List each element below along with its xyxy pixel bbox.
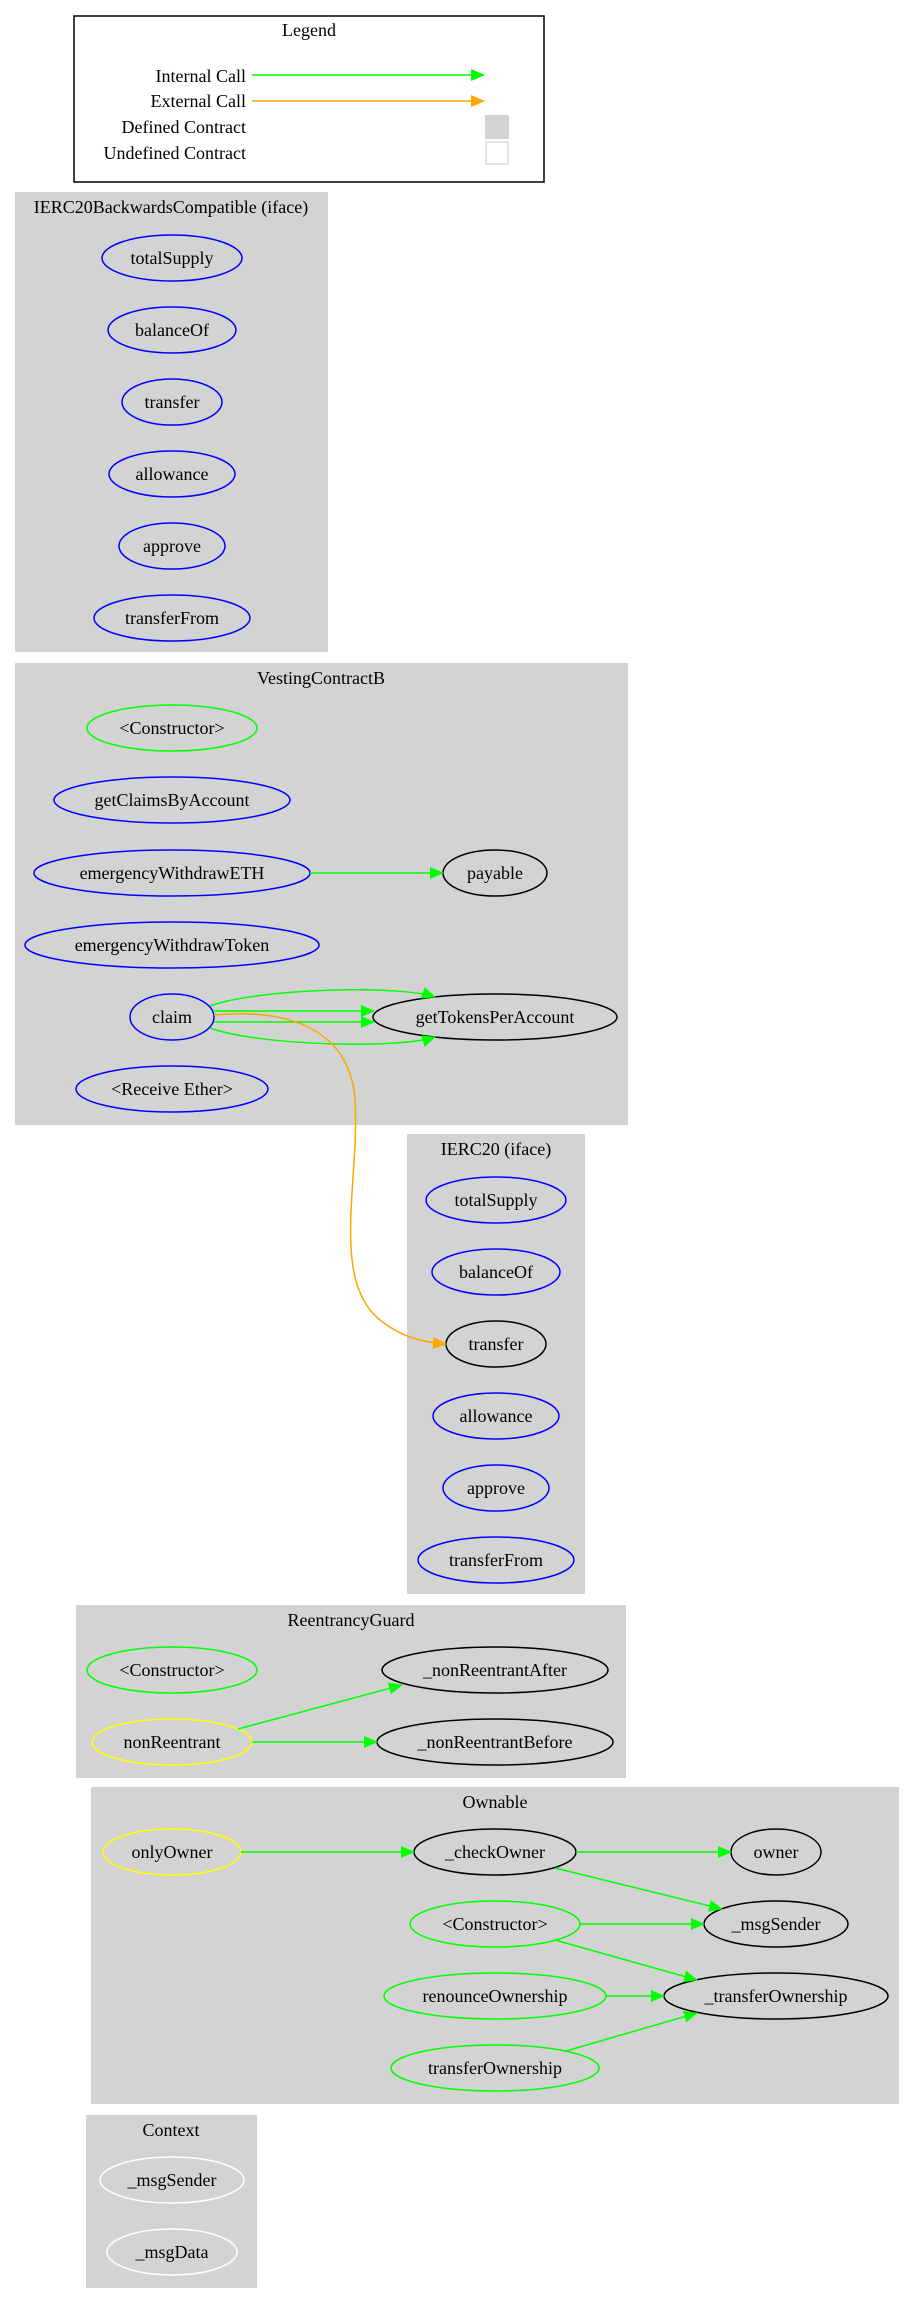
edge-claim-to-ierc20-transfer bbox=[213, 1013, 447, 1349]
function-node-approve bbox=[118, 522, 226, 570]
legend-title: Legend bbox=[282, 20, 336, 40]
function-node-transfer bbox=[121, 378, 223, 426]
cluster-background bbox=[15, 192, 328, 652]
function-node-label: getTokensPerAccount bbox=[416, 1007, 575, 1027]
function-node-transferownership bbox=[390, 2044, 600, 2092]
cluster-title: Ownable bbox=[463, 1792, 528, 1812]
function-node-label: approve bbox=[143, 536, 201, 556]
cluster-vesting-contract-b: VestingContractB <Constructor> getClaims… bbox=[15, 663, 628, 1125]
function-node-label: transferFrom bbox=[449, 1550, 543, 1570]
legend-undefined-contract-label: Undefined Contract bbox=[104, 143, 246, 163]
cluster-ierc20: IERC20 (iface) totalSupply balanceOf tra… bbox=[407, 1134, 585, 1594]
function-node-label: getClaimsByAccount bbox=[95, 790, 250, 810]
function-node-label: emergencyWithdrawETH bbox=[80, 863, 265, 883]
function-node-approve bbox=[442, 1464, 550, 1512]
call-edges bbox=[209, 867, 732, 2052]
legend-external-call-label: External Call bbox=[151, 91, 246, 111]
function-node-label: onlyOwner bbox=[132, 1842, 213, 1862]
function-node-msgdata bbox=[106, 2228, 238, 2276]
edge-checkowner-to-msgsender bbox=[554, 1867, 723, 1912]
cluster-title: IERC20 (iface) bbox=[441, 1139, 551, 1160]
function-node-totalsupply bbox=[425, 1176, 567, 1224]
cluster-title: ReentrancyGuard bbox=[288, 1610, 415, 1630]
cluster-ownable: Ownable onlyOwner _checkOwner owner <Con… bbox=[91, 1787, 899, 2104]
legend-undefined-contract-swatch bbox=[485, 141, 509, 165]
cluster-title: IERC20BackwardsCompatible (iface) bbox=[34, 197, 308, 218]
edge-constructor-to-transferownership bbox=[554, 1939, 698, 1983]
legend-defined-contract-label: Defined Contract bbox=[122, 117, 246, 137]
function-node-label: payable bbox=[467, 863, 523, 883]
edge-transferownership-to-transferownership-internal bbox=[565, 2010, 698, 2052]
cluster-title: VestingContractB bbox=[257, 668, 385, 688]
function-node-receive-ether bbox=[75, 1065, 269, 1113]
function-node-label: balanceOf bbox=[135, 320, 209, 340]
function-node-label: approve bbox=[467, 1478, 525, 1498]
function-node-claim bbox=[129, 993, 215, 1041]
edge-claim-to-gettokensperaccount bbox=[209, 987, 436, 1007]
function-node-label: _nonReentrantBefore bbox=[417, 1732, 573, 1752]
function-node-label: <Receive Ether> bbox=[111, 1079, 233, 1099]
function-node-totalsupply bbox=[101, 234, 243, 282]
function-node-balanceof bbox=[107, 306, 237, 354]
cluster-background bbox=[91, 1787, 899, 2104]
function-node-label: <Constructor> bbox=[119, 718, 224, 738]
function-node-emergencywithdrawtoken bbox=[24, 921, 320, 969]
edge-nonreentrant-to-nonreentrantafter bbox=[237, 1682, 403, 1730]
function-node-getclaimsbyaccount bbox=[53, 776, 291, 824]
function-node-label: renounceOwnership bbox=[423, 1986, 568, 2006]
function-node-balanceof bbox=[431, 1248, 561, 1296]
function-node-label: transfer bbox=[145, 392, 200, 412]
function-node-label: _msgSender bbox=[731, 1914, 821, 1934]
function-node-label: claim bbox=[152, 1007, 192, 1027]
function-node-allowance bbox=[108, 450, 236, 498]
function-node-allowance bbox=[432, 1392, 560, 1440]
function-node-constructor bbox=[86, 1646, 258, 1694]
function-node-label: emergencyWithdrawToken bbox=[75, 935, 270, 955]
function-node-nonreentrantafter bbox=[381, 1646, 609, 1694]
function-node-label: <Constructor> bbox=[442, 1914, 547, 1934]
function-node-label: transferOwnership bbox=[428, 2058, 562, 2078]
function-node-label: nonReentrant bbox=[124, 1732, 221, 1752]
cluster-background bbox=[407, 1134, 585, 1594]
function-node-label: allowance bbox=[136, 464, 209, 484]
function-node-label: transferFrom bbox=[125, 608, 219, 628]
function-node-transferfrom bbox=[417, 1536, 575, 1584]
function-node-label: _msgData bbox=[135, 2242, 209, 2262]
function-node-label: _transferOwnership bbox=[704, 1986, 848, 2006]
function-node-label: owner bbox=[754, 1842, 799, 1862]
function-node-label: _checkOwner bbox=[444, 1842, 545, 1862]
function-node-label: totalSupply bbox=[454, 1190, 537, 1210]
function-node-label: <Constructor> bbox=[119, 1660, 224, 1680]
legend-box bbox=[73, 15, 545, 183]
function-node-label: transfer bbox=[469, 1334, 524, 1354]
edge-claim-to-gettokensperaccount bbox=[209, 1027, 436, 1047]
cluster-title: Context bbox=[143, 2120, 200, 2140]
function-node-label: allowance bbox=[460, 1406, 533, 1426]
function-node-label: _nonReentrantAfter bbox=[422, 1660, 567, 1680]
legend: Legend Internal Call External Call Defin… bbox=[73, 15, 545, 183]
function-node-label: balanceOf bbox=[459, 1262, 533, 1282]
cluster-context: Context _msgSender _msgData bbox=[86, 2115, 257, 2288]
function-node-constructor bbox=[86, 704, 258, 752]
cluster-background bbox=[86, 2115, 257, 2288]
function-node-transferfrom bbox=[93, 594, 251, 642]
function-node-label: totalSupply bbox=[130, 248, 213, 268]
legend-defined-contract-swatch bbox=[485, 115, 509, 139]
function-node-label: _msgSender bbox=[127, 2170, 217, 2190]
cluster-ierc20-backwards-compatible: IERC20BackwardsCompatible (iface) totalS… bbox=[15, 192, 328, 652]
function-node-msgsender bbox=[99, 2156, 245, 2204]
legend-internal-call-label: Internal Call bbox=[156, 66, 246, 86]
cluster-reentrancy-guard: ReentrancyGuard <Constructor> _nonReentr… bbox=[76, 1605, 626, 1778]
